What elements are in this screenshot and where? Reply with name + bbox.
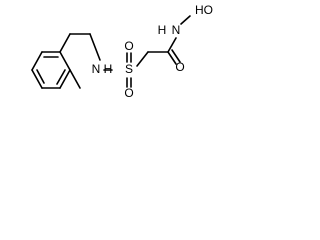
chemical-structure-diagram: HO N H O S O O N H [31, 3, 213, 100]
atom-label-sulfonamide-n: N [92, 62, 101, 76]
atom-label-sulfonyl-s: S [125, 62, 133, 76]
atom-label-sulfonyl-o-bottom: O [124, 86, 133, 100]
c-o-double-bond-2 [171, 49, 181, 63]
atom-label-carbonyl-o: O [175, 60, 184, 74]
n-o-bond [180, 15, 191, 25]
ring-double-bond [36, 69, 45, 84]
ring-double-bond [56, 69, 66, 85]
ring-bond [59, 69, 71, 89]
c-o-double-bond-1 [167, 51, 177, 65]
atom-label-sulfonyl-o-top: O [124, 39, 133, 53]
s-ch2-bond [136, 51, 149, 67]
atom-label-n-hydroxy-n: N [172, 23, 181, 37]
atom-label-n-hydroxy-h: H [158, 23, 167, 37]
atom-label-sulfonamide-h: H [104, 62, 113, 76]
atom-label-n-hydroxy-oh: HO [195, 3, 213, 17]
ring-bond [31, 51, 43, 71]
c-n-bond [167, 37, 177, 53]
ring-bond [31, 69, 43, 89]
benzene-ring [31, 51, 71, 89]
ring-bond [59, 51, 71, 71]
methyl-bond [69, 69, 81, 89]
benzyl-bond [59, 33, 71, 53]
ch2-n-link [89, 33, 101, 61]
